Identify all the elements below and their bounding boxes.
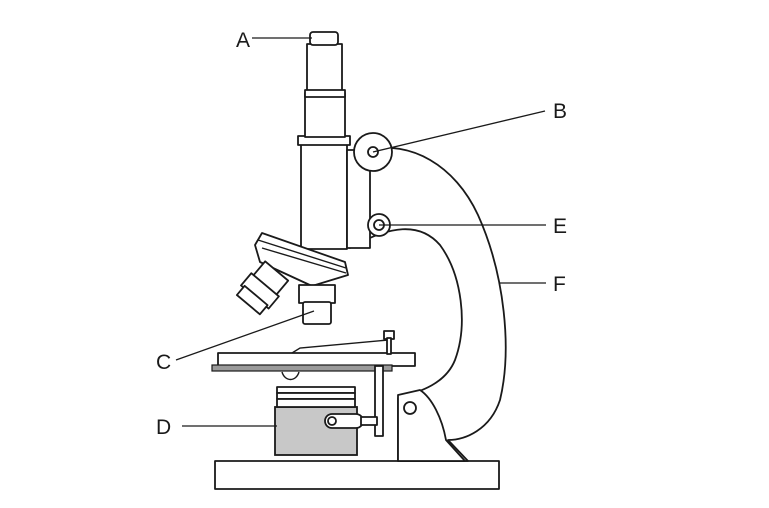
lamp-ring-3 [276, 398, 356, 408]
eyepiece-tube [304, 92, 346, 138]
lamp-connector-pin [327, 416, 337, 426]
objective-lens-side [235, 260, 290, 316]
label-f: F [553, 273, 566, 296]
nosepiece-rim [257, 239, 347, 269]
eyepiece-barrel [306, 43, 343, 95]
nosepiece-rim-lower [261, 247, 347, 274]
stage-clip [291, 339, 389, 354]
leader-line-b [372, 110, 546, 153]
body-tube [300, 142, 348, 250]
arm-pivot [403, 401, 417, 415]
stage [217, 352, 416, 367]
stage-clip-stem [386, 337, 392, 355]
label-e: E [553, 215, 567, 238]
stage-rail [211, 364, 393, 372]
eyepiece-band [304, 89, 346, 98]
diaphragm [281, 371, 300, 381]
objective-lens-down-tip [302, 301, 332, 325]
stage-column [374, 365, 384, 437]
label-b: B [553, 100, 567, 123]
label-a: A [236, 29, 250, 52]
label-c: C [156, 351, 171, 374]
microscope-base [214, 460, 500, 490]
leader-line-c [175, 310, 315, 361]
eyepiece-lens [309, 31, 339, 46]
label-d: D [156, 416, 171, 439]
objective-lens-down [298, 284, 336, 304]
lamp-bracket [360, 416, 378, 426]
